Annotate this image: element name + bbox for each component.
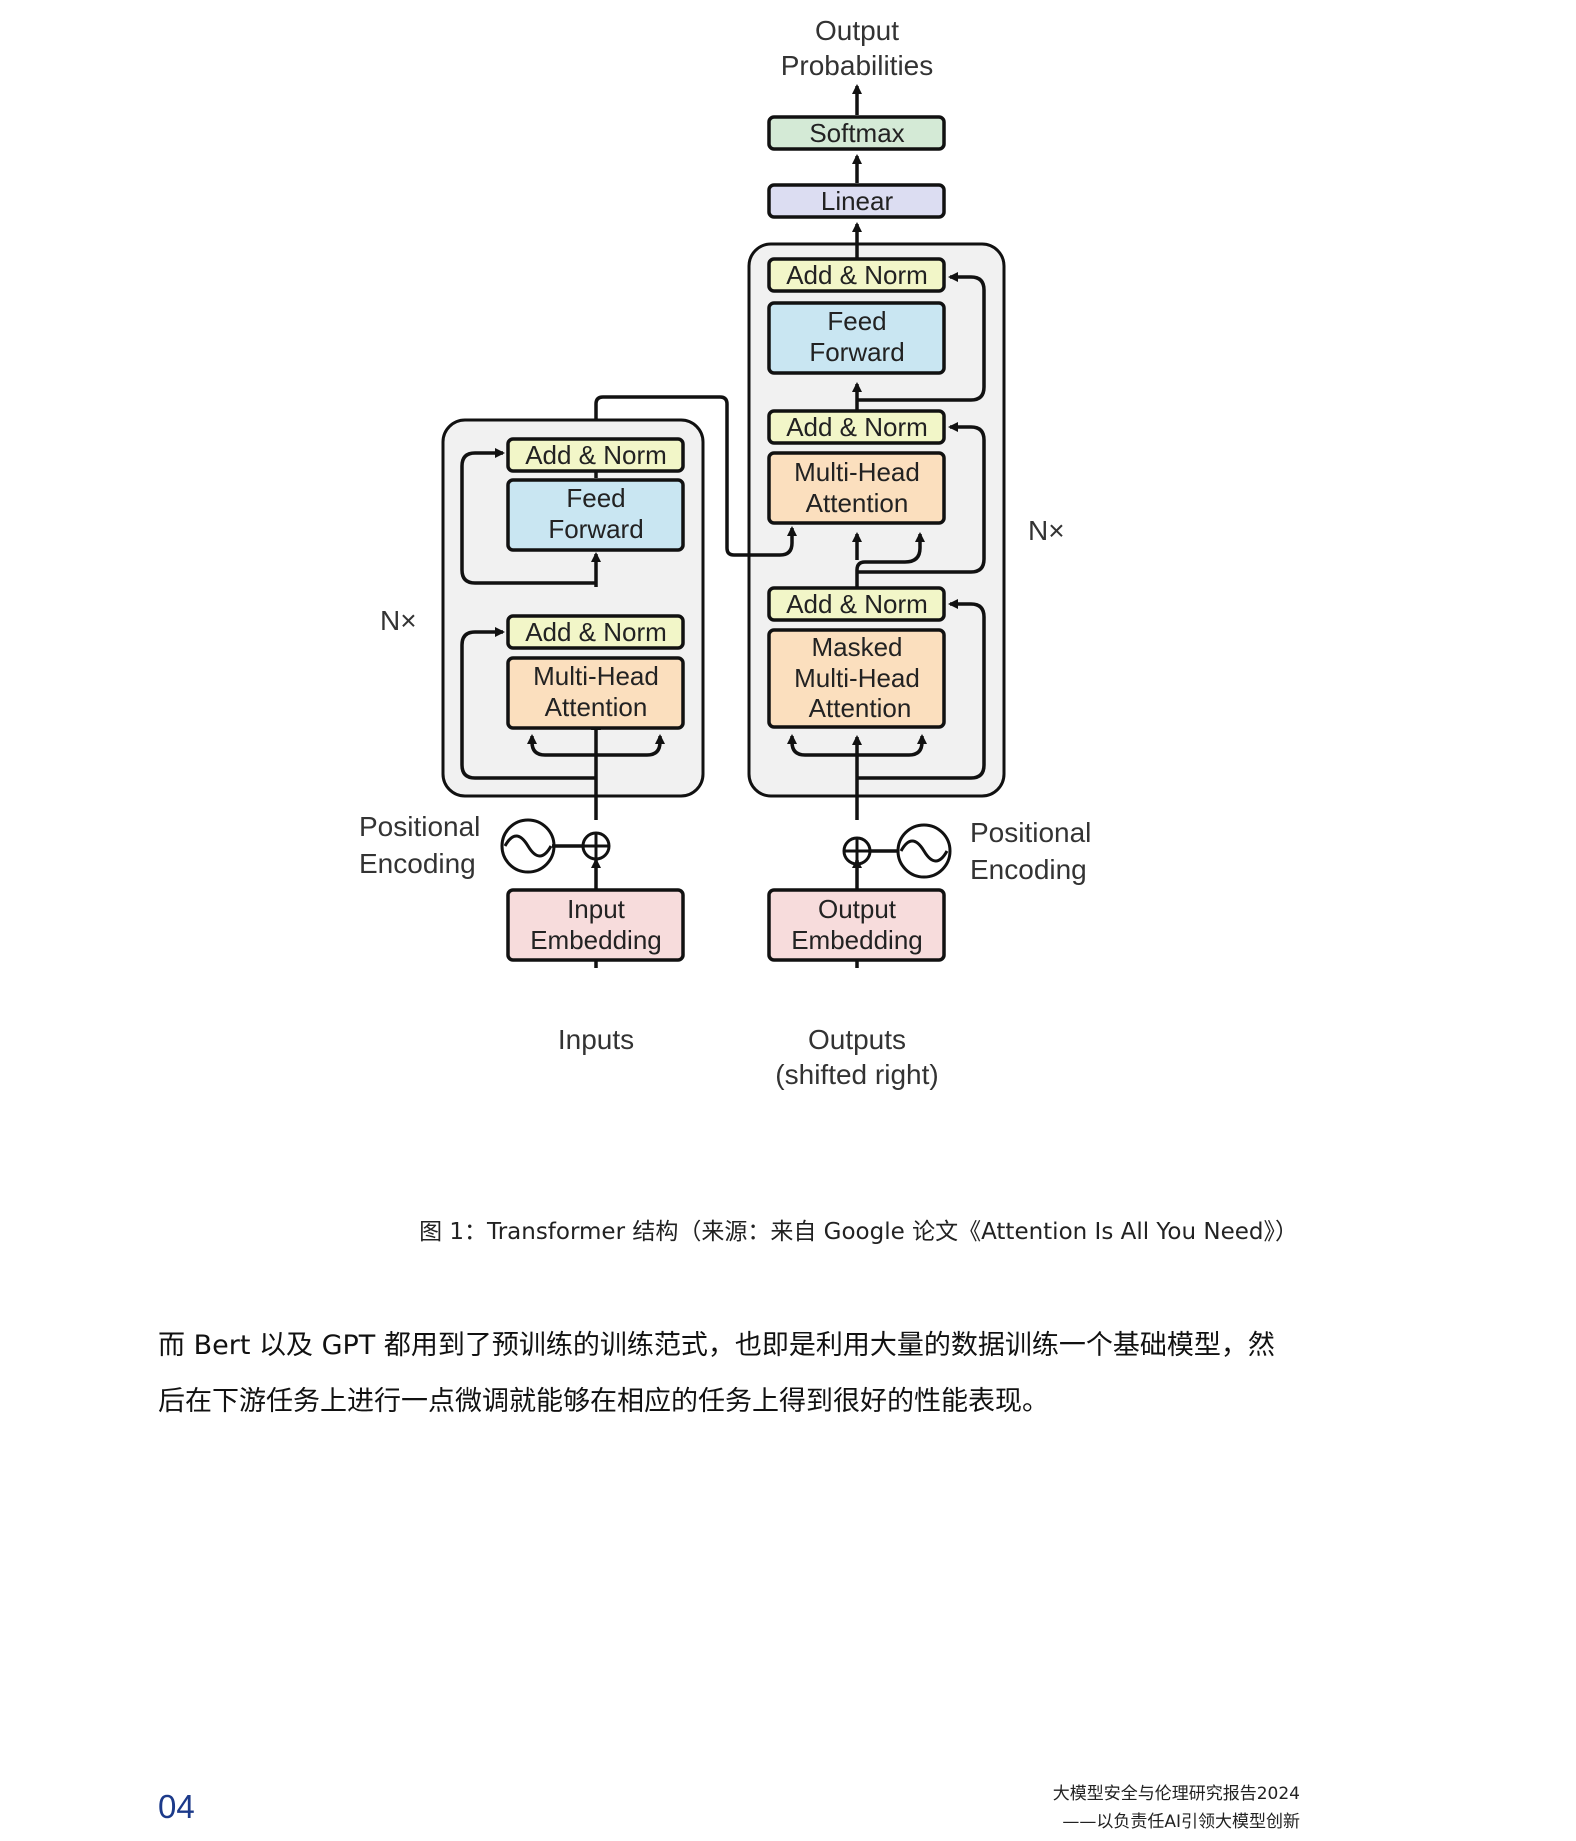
svg-text:Probabilities: Probabilities (781, 50, 934, 81)
svg-text:Feed: Feed (827, 306, 886, 336)
output-probabilities-label: Output (815, 15, 899, 46)
encoder-multi-head-attention (506, 656, 685, 730)
outputs-label: Outputs (808, 1024, 906, 1055)
svg-text:Attention: Attention (806, 488, 909, 518)
svg-text:Multi-Head: Multi-Head (794, 663, 920, 693)
decoder-add-norm-2-label: Add & Norm (786, 412, 928, 442)
svg-text:(shifted right): (shifted right) (775, 1059, 938, 1090)
transformer-diagram: Output Probabilities Softmax Linear Add … (359, 15, 1091, 1090)
decoder-add-norm-3-label: Add & Norm (786, 260, 928, 290)
encoder-add-norm-1 (506, 614, 685, 650)
softmax-box (767, 115, 946, 151)
svg-text:Attention: Attention (809, 693, 912, 723)
svg-text:Output: Output (815, 15, 899, 46)
encoder-positional-sine-icon (500, 818, 556, 874)
footer-title-line-2: ——以负责任AI引领大模型创新 (1062, 1812, 1300, 1832)
svg-text:Forward: Forward (548, 514, 643, 544)
decoder-positional-label: Positional (970, 817, 1091, 848)
body-paragraph: 而 Bert 以及 GPT 都用到了预训练的训练范式，也即是利用大量的数据训练一… (158, 1318, 1300, 1430)
figure-caption: 图 1：Transformer 结构（来源：来自 Google 论文《Atten… (419, 1219, 1298, 1245)
decoder-add-norm-1-label: Add & Norm (786, 589, 928, 619)
svg-text:Multi-Head: Multi-Head (533, 661, 659, 691)
svg-text:Attention: Attention (545, 692, 648, 722)
encoder-positional-label: Positional (359, 811, 480, 842)
decoder-multi-head-attention (767, 451, 946, 525)
encoder-add-norm-2 (506, 437, 685, 473)
svg-text:Output: Output (818, 894, 897, 924)
encoder-add-norm-1-label: Add & Norm (525, 617, 667, 647)
svg-text:Embedding: Embedding (791, 925, 923, 955)
decoder-add-norm-2 (767, 409, 946, 445)
svg-text:Masked: Masked (811, 632, 902, 662)
footer-title: 大模型安全与伦理研究报告2024 ——以负责任AI引领大模型创新 (1053, 1780, 1300, 1836)
encoder-nx-label: N× (380, 605, 417, 636)
decoder-add-norm-3 (767, 257, 946, 293)
paragraph-line-2: 后在下游任务上进行一点微调就能够在相应的任务上得到很好的性能表现。 (158, 1386, 1049, 1417)
input-embedding-box (506, 888, 685, 962)
svg-text:Encoding: Encoding (970, 854, 1087, 885)
linear-box (767, 183, 946, 219)
encoder-add-norm-2-label: Add & Norm (525, 440, 667, 470)
decoder-masked-attention (767, 628, 946, 729)
decoder-feed-forward (767, 301, 946, 375)
svg-text:Forward: Forward (809, 337, 904, 367)
svg-text:Input: Input (567, 894, 626, 924)
decoder-add-norm-1 (767, 586, 946, 622)
softmax-label: Softmax (809, 118, 904, 148)
linear-label: Linear (821, 186, 894, 216)
footer-title-line-1: 大模型安全与伦理研究报告2024 (1052, 1784, 1300, 1804)
inputs-label: Inputs (558, 1024, 634, 1055)
encoder-stack (441, 418, 705, 798)
decoder-positional-sine-icon (896, 823, 952, 879)
svg-text:Multi-Head: Multi-Head (794, 457, 920, 487)
svg-text:Embedding: Embedding (530, 925, 662, 955)
paragraph-line-1: 而 Bert 以及 GPT 都用到了预训练的训练范式，也即是利用大量的数据训练一… (158, 1330, 1275, 1361)
svg-text:Feed: Feed (566, 483, 625, 513)
output-embedding-box (767, 888, 946, 962)
decoder-nx-label: N× (1028, 515, 1065, 546)
svg-text:Encoding: Encoding (359, 848, 476, 879)
page-number: 04 (158, 1788, 195, 1825)
encoder-feed-forward (506, 478, 685, 552)
